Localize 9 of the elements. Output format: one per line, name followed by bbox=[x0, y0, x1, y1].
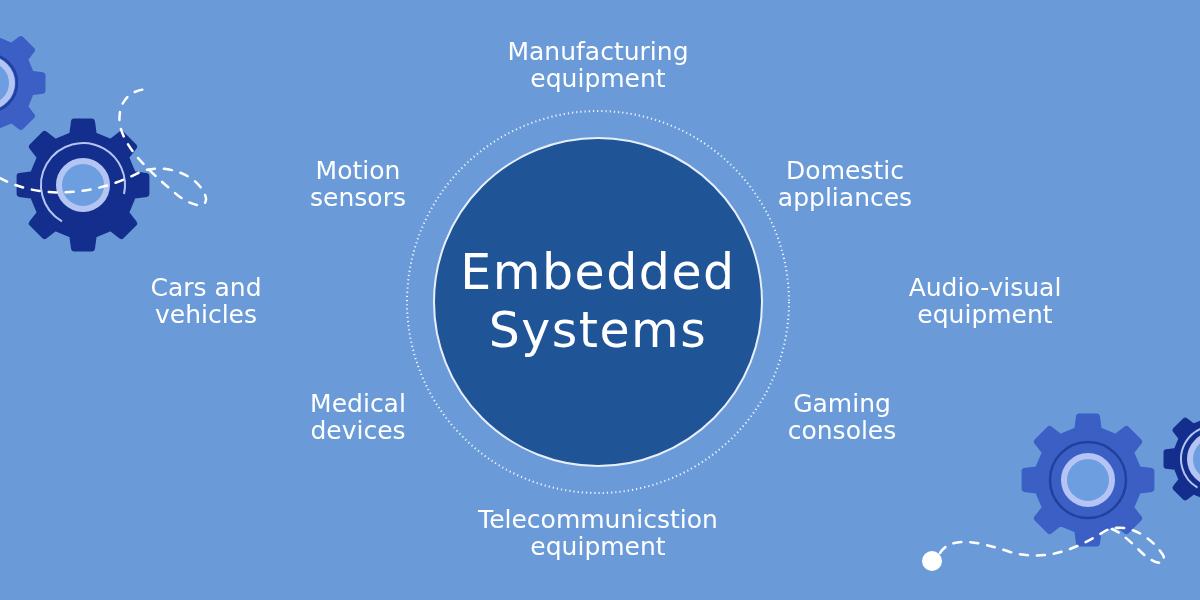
application-label: Audio-visual equipment bbox=[907, 274, 1063, 328]
application-label: Gaming consoles bbox=[786, 390, 898, 444]
application-label: Manufacturing equipment bbox=[506, 38, 690, 92]
application-label: Medical devices bbox=[309, 390, 407, 444]
application-label: Domestic appliances bbox=[776, 157, 914, 211]
application-label: Motion sensors bbox=[309, 157, 407, 211]
application-label: Cars and vehicles bbox=[149, 274, 263, 328]
application-label: Telecommunicstion equipment bbox=[477, 506, 719, 560]
circle-title: Embedded Systems bbox=[460, 244, 736, 360]
